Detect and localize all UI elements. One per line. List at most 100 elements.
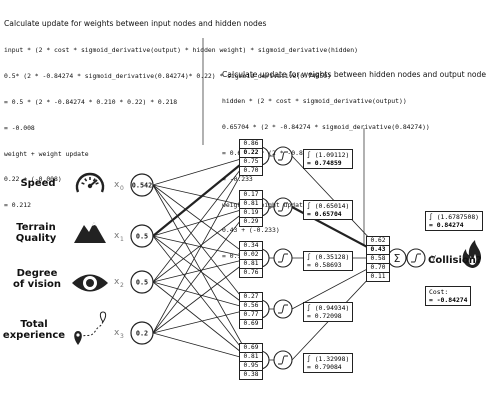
- note-input-hidden-line-6: 0.22 + (-0,008): [4, 175, 62, 184]
- input-label-vision: Degree of vision: [12, 268, 62, 290]
- input-node: [130, 224, 154, 248]
- connection-line: [152, 206, 252, 334]
- note-hidden-output-title: Calculate update for weights between hid…: [222, 70, 487, 80]
- activation-pre: (1.09112): [314, 151, 350, 159]
- input-node: [130, 321, 154, 345]
- input-variable: x: [114, 231, 120, 241]
- output-label: Collision?: [428, 255, 482, 266]
- sigmoid-curve-icon: [411, 253, 421, 263]
- route-pin-icon: [79, 319, 103, 339]
- output-weight: 0.62: [367, 237, 389, 246]
- input-value: 0.5: [136, 279, 148, 287]
- hidden-weight: 0.75: [240, 158, 262, 167]
- sigmoid-curve-icon: [278, 304, 288, 314]
- mountain-snow: [92, 222, 97, 226]
- cost-value: -0.84274: [436, 296, 468, 305]
- hidden-weight: 0.81: [240, 353, 262, 362]
- speedometer-tick: [92, 178, 96, 182]
- activation-out: 0.79084: [314, 363, 342, 372]
- hidden-weight: 0.86: [240, 140, 262, 149]
- note-hidden-output-line-1: hidden * (2 * cost * sigmoid_derivative(…: [222, 97, 407, 106]
- input-node: [130, 173, 154, 197]
- output-weights-box: 0.62 0.43 0.58 0.70 0.11: [366, 236, 390, 282]
- hidden-weights-box: 0.17 0.81 0.19 0.29: [239, 190, 263, 227]
- speedometer-icon: [75, 172, 105, 193]
- output-activation-box: ∫ (1.6787508) = 0.84274: [425, 211, 484, 232]
- input-label-experience: Total experience: [2, 319, 66, 341]
- note-input-hidden-line-3: = 0.5 * (2 * -0.84274 * 0.210 * 0.22) * …: [4, 97, 178, 106]
- connection-line: [152, 308, 252, 334]
- hidden-weights-box: 0.69 0.81 0.95 0.38: [239, 343, 263, 380]
- hidden-activation-box: ∫ (1.09112) = 0.74859: [303, 149, 354, 170]
- sigmoid-mini-icon: ∫: [429, 213, 437, 221]
- hidden-weight: 0.76: [243, 269, 259, 276]
- activation-out: 0.72098: [314, 312, 342, 321]
- output-activation-pre: (1.6787508): [436, 213, 480, 221]
- speedometer-tick: [95, 182, 99, 185]
- note-input-hidden-line-7: = 0.212: [4, 201, 31, 210]
- cost-label: Cost:: [429, 288, 449, 296]
- hidden-weights-box: 0.27 0.56 0.77 0.69: [239, 292, 263, 329]
- input-variable-subscript: 0: [120, 185, 124, 192]
- activation-out: 0.58693: [314, 261, 342, 270]
- hidden-weight: 0.81: [240, 200, 262, 209]
- sigmoid-curve-icon: [278, 355, 288, 365]
- sigmoid-mini-icon: ∫: [307, 151, 315, 159]
- activation-pre: (0.65014): [314, 202, 350, 210]
- hidden-weight: 0.34: [240, 242, 262, 251]
- speedometer-tick: [81, 182, 85, 185]
- map-pin-outline-icon: [99, 311, 107, 323]
- connection-line: [152, 155, 252, 334]
- input-label-speed: Speed: [20, 178, 56, 189]
- output-weight: 0.11: [370, 273, 386, 280]
- note-hidden-output-line-6: 0.43 + (-0.233): [222, 226, 280, 235]
- hidden-activation-box: ∫ (0.65014) = 0.65704: [303, 200, 354, 221]
- activation-pre: (0.94934): [314, 304, 350, 312]
- speedometer-hub: [87, 183, 93, 189]
- sigmoid-mini-icon: ∫: [307, 202, 315, 210]
- input-variable-subscript: 3: [120, 333, 124, 340]
- note-hidden-output-line-2: 0.65704 * (2 * -0.84274 * sigmoid_deriva…: [222, 123, 430, 132]
- connection-line: [152, 155, 252, 186]
- input-variable: x: [114, 277, 120, 287]
- activation-pre: (1.32998): [314, 355, 350, 363]
- hidden-weight: 0.17: [240, 191, 262, 200]
- hidden-weight: 0.29: [243, 218, 259, 225]
- fire-core: [468, 254, 477, 265]
- input-label-terrain: Terrain Quality: [15, 222, 57, 244]
- hidden-weight-highlighted: 0.22: [240, 149, 262, 158]
- hidden-activation-box: ∫ (0.94934) = 0.72098: [303, 302, 354, 323]
- activation-out: 0.65704: [314, 210, 342, 219]
- input-variable-subscript: 1: [120, 236, 124, 243]
- connection-line: [152, 257, 252, 334]
- sigmoid-curve-icon: [278, 253, 288, 263]
- note-hidden-output-line-4: = -0.233: [222, 174, 253, 183]
- input-value: 0.542: [132, 182, 152, 190]
- hidden-weight: 0.77: [240, 311, 262, 320]
- input-variable-subscript: 2: [120, 282, 124, 289]
- input-icons: [72, 172, 481, 345]
- hidden-weights-box: 0.34 0.02 0.81 0.76: [239, 241, 263, 278]
- hidden-weight: 0.81: [240, 260, 262, 269]
- input-value: 0.2: [136, 330, 148, 338]
- hidden-weight: 0.02: [240, 251, 262, 260]
- hidden-weight: 0.38: [243, 371, 259, 378]
- connection-line: [152, 332, 252, 361]
- connection-line: [152, 155, 252, 283]
- connection-line: [152, 235, 252, 361]
- sum-symbol: Σ: [394, 252, 401, 265]
- connection-line: [152, 235, 252, 259]
- output-weight: 0.70: [367, 264, 389, 273]
- connection-line-highlighted: [152, 155, 252, 237]
- output-weight: 0.58: [367, 255, 389, 264]
- note-input-hidden: Calculate update for weights between inp…: [4, 2, 358, 227]
- activation-out: 0.74859: [314, 159, 342, 168]
- hidden-weight: 0.56: [240, 302, 262, 311]
- cost-box: Cost: = -0.84274: [425, 286, 472, 307]
- fire-icon: [462, 240, 481, 268]
- sigmoid-mini-icon: ∫: [307, 355, 315, 363]
- connection-line: [152, 235, 252, 310]
- hidden-weight: 0.69: [243, 320, 259, 327]
- output-variable: y: [431, 253, 437, 263]
